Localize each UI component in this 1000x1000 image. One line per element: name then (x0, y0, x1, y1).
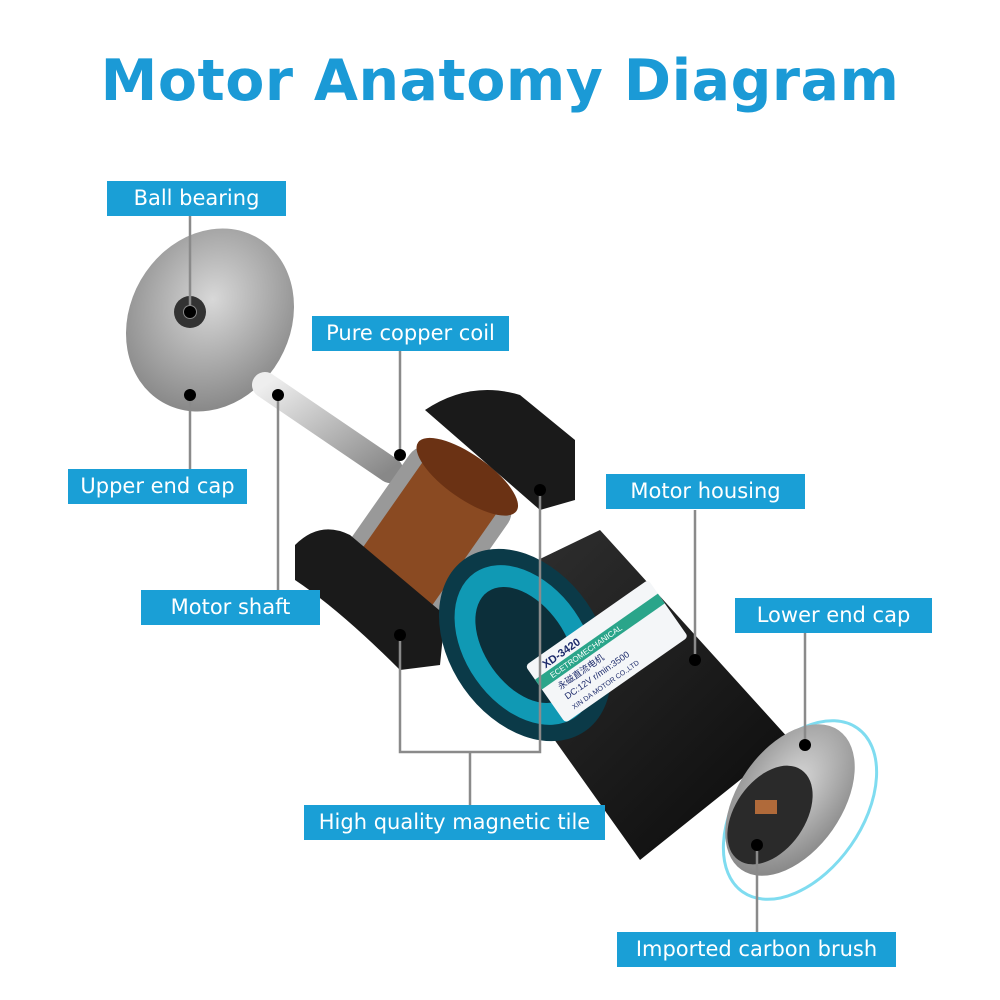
magnetic-tile-lower (295, 529, 445, 670)
label-motor-shaft: Motor shaft (141, 590, 320, 625)
carbon-brush (755, 800, 777, 814)
page-title: Motor Anatomy Diagram (100, 48, 900, 114)
lower-end-cap (721, 719, 879, 901)
label-upper-end-cap: Upper end cap (68, 469, 247, 504)
leader-lines (188, 216, 807, 932)
upper-end-cap (125, 228, 295, 412)
label-ball-bearing: Ball bearing (107, 181, 286, 216)
leader-dots (184, 306, 811, 851)
label-lower-end-cap: Lower end cap (735, 598, 932, 633)
label-carbon-brush: Imported carbon brush (617, 932, 896, 967)
label-motor-housing: Motor housing (606, 474, 805, 509)
motor-shaft (252, 372, 403, 483)
label-pure-copper-coil: Pure copper coil (312, 316, 509, 351)
label-magnetic-tile: High quality magnetic tile (304, 805, 605, 840)
magnetic-tile-upper (425, 390, 575, 510)
